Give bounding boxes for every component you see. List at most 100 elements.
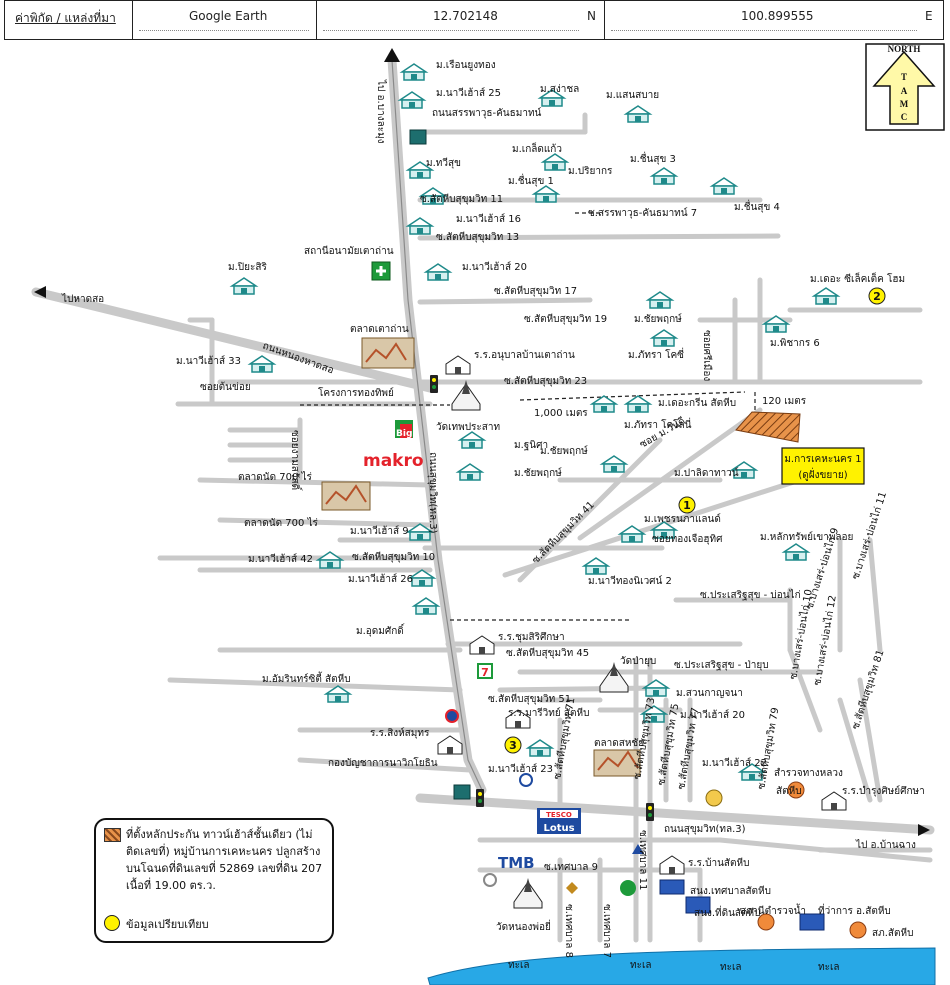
office-building-icon-2 bbox=[799, 913, 825, 931]
krung-thai-emblem-icon bbox=[705, 789, 723, 807]
label-t106: ซ.เทศบาล 11 bbox=[637, 830, 648, 890]
road-28 bbox=[787, 647, 823, 733]
house-icon-18 bbox=[649, 329, 679, 347]
marker-circle-3 bbox=[504, 736, 522, 754]
label-t20: ม.เดอะ ซีเล็คเต็ค โฮม bbox=[810, 271, 905, 285]
house-icon-32 bbox=[411, 597, 441, 615]
label-t32: ซ.สัตหีบสุขุมวิท 23 bbox=[504, 375, 587, 387]
govt-emblem-icon-2 bbox=[757, 913, 775, 931]
bank-icon-south bbox=[453, 784, 471, 800]
bank-tmb-mark-icon bbox=[632, 844, 644, 854]
label-t31: ม.นาวีเฮ้าส์ 33 bbox=[176, 355, 241, 367]
health-cross-icon bbox=[376, 266, 386, 276]
label-t13: ม.ชื่นสุข 4 bbox=[734, 199, 780, 213]
label-t21: ซ.สัตหีบสุขุมวิท 17 bbox=[494, 285, 577, 297]
label-t86: สำรวจทางหลวง bbox=[774, 768, 843, 779]
legend-box: ที่ตั้งหลักประกัน ทาวน์เฮ้าส์ชั้นเดียว (… bbox=[94, 818, 334, 943]
label-t76: ร.ร.สิงห์สมุทร bbox=[370, 727, 430, 739]
compass-letter-4: C bbox=[901, 112, 908, 122]
label-t39: วัดเทพประสาท bbox=[436, 422, 500, 433]
place-symbols: 7 bbox=[321, 129, 867, 939]
label-t93: ร.ร.บ้านสัตหีบ bbox=[688, 857, 749, 869]
north-compass: NORTH T A M C bbox=[865, 43, 945, 131]
school-bamrung-icon bbox=[821, 791, 847, 811]
label-t64: ม.อุดมศักดิ์ bbox=[356, 623, 405, 637]
road-48 bbox=[297, 757, 473, 773]
house-icon-24 bbox=[729, 461, 759, 479]
comparison-markers: 123 bbox=[504, 287, 886, 754]
house-icon-28 bbox=[315, 551, 345, 569]
label-t36: ม.เดอะกรีน สัตหีบ bbox=[658, 397, 736, 409]
house-icon-17 bbox=[247, 355, 277, 373]
road-11 bbox=[577, 407, 763, 541]
label-t96: สถานีตำรวจน้ำ bbox=[740, 903, 806, 917]
house-icon-33 bbox=[737, 763, 767, 781]
label-t38: ม.ภัทรา โคโลนี่ bbox=[624, 417, 692, 431]
label-t59: ซ.บางเสร่-บ่อนไก่ 11 bbox=[849, 490, 889, 581]
market-photo-2 bbox=[321, 481, 371, 511]
marker-number-2: 2 bbox=[873, 290, 881, 303]
label-t46: ม.ชัยพฤกษ์ bbox=[514, 467, 562, 479]
label-t84: ม.นาวีเฮ้าส์ 23 bbox=[488, 763, 553, 775]
tesco-text: TESCO bbox=[546, 811, 572, 819]
village-icons bbox=[229, 63, 841, 781]
road-network bbox=[31, 48, 935, 943]
road-45 bbox=[167, 677, 463, 693]
house-icon-3 bbox=[537, 89, 567, 107]
house-icon-1 bbox=[399, 63, 429, 81]
label-t87: สัตหีบ bbox=[776, 785, 802, 797]
house-icon-19 bbox=[589, 395, 619, 413]
label-t22: ไปหาดสอ bbox=[61, 293, 104, 305]
house-icon-26 bbox=[617, 525, 647, 543]
house-icon-7 bbox=[531, 185, 561, 203]
label-t45: ม.ชัยพฤกษ์ bbox=[540, 445, 588, 457]
dashed-line-2 bbox=[519, 391, 746, 401]
label-t26: ซอยศรีเมือง bbox=[701, 330, 713, 381]
legend-subject-text: ที่ตั้งหลักประกัน ทาวน์เฮ้าส์ชั้นเดียว (… bbox=[126, 828, 323, 892]
house-icon-31 bbox=[581, 557, 611, 575]
label-t19: ม.นาวีเฮ้าส์ 20 bbox=[462, 261, 527, 273]
legend-compare-text: ข้อมูลเปรียบเทียบ bbox=[126, 918, 209, 931]
market-photo-3 bbox=[593, 749, 641, 777]
longitude-dir: E bbox=[925, 9, 933, 23]
label-t34: โครงการทองทิพย์ bbox=[318, 386, 394, 399]
house-icon-2 bbox=[397, 91, 427, 109]
label-t9: ม.ปริยากร bbox=[568, 166, 613, 177]
label-t61: ม.นาวีทองนิเวศน์ 2 bbox=[588, 575, 672, 587]
house-icon-9 bbox=[709, 177, 739, 195]
label-t105: ทะเล bbox=[818, 962, 840, 973]
road-12 bbox=[502, 477, 803, 578]
govt-emblem-icon-3 bbox=[849, 921, 867, 939]
road-32 bbox=[857, 677, 883, 803]
sea-area bbox=[427, 947, 936, 985]
govt-emblem-icon-1 bbox=[787, 781, 805, 799]
arrow-west-icon bbox=[34, 286, 46, 298]
label-t91: ไป อ.บ้านฉาง bbox=[855, 839, 916, 851]
label-t57: ม.นาวีเฮ้าส์ 42 bbox=[248, 553, 313, 565]
label-t30: ม.ภัทรา โคซี่ bbox=[628, 347, 684, 361]
house-icon-5 bbox=[540, 153, 570, 171]
temple-pa-yup-icon bbox=[599, 662, 629, 693]
label-t41: ม.ฐนิศา bbox=[514, 440, 548, 451]
road-2 bbox=[415, 793, 935, 835]
label-t17: สถานีอนามัยเตาถ่าน bbox=[304, 245, 394, 257]
arrow-north-icon bbox=[384, 48, 400, 62]
compass-north-word: NORTH bbox=[888, 44, 921, 54]
road-8 bbox=[417, 297, 593, 305]
label-t6: ถนนสรรพาวุธ-คันธมาทน์ bbox=[432, 107, 542, 119]
house-icon-34 bbox=[323, 685, 353, 703]
house-icon-10 bbox=[418, 187, 448, 205]
lotus-text: Lotus bbox=[543, 823, 574, 834]
house-icon-22 bbox=[455, 463, 485, 481]
compass-letter-3: M bbox=[900, 99, 909, 109]
marker-circle-1 bbox=[678, 496, 696, 514]
road-3 bbox=[31, 287, 435, 393]
roundabout bbox=[483, 873, 497, 887]
label-t82: กองบัญชาการนาวิกโยธิน bbox=[328, 756, 438, 769]
house-icon-11 bbox=[405, 217, 435, 235]
market-photo-1 bbox=[361, 337, 415, 369]
label-t94: สนง.เทศบาลสัตหีบ bbox=[690, 885, 771, 897]
label-t16: ซ.สัตหีบสุขุมวิท 13 bbox=[436, 231, 519, 243]
label-t88: ร.ร.บำรุงศิษย์ศึกษา bbox=[842, 785, 925, 797]
label-t73: ม.สวนกาญจนา bbox=[676, 688, 743, 699]
